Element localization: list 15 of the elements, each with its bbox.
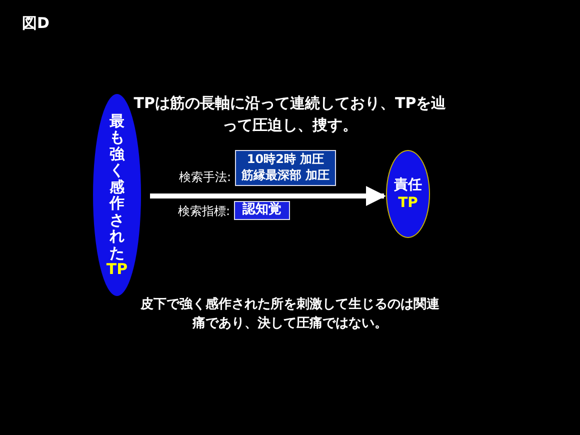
figure-title: 図D [22, 14, 50, 33]
node-label: 最も強く感作された [110, 112, 124, 261]
field-label: 検索指標: [178, 203, 230, 220]
indicator-box [234, 201, 290, 220]
node-label: 責任 [394, 176, 422, 194]
note-text: 皮下で強く感作された所を刺激して生じるのは関連痛であり、決して圧痛ではない。 [140, 296, 440, 333]
box-text: 認知覚 [242, 202, 282, 219]
box-text: 筋縁最深部 加圧 [241, 168, 330, 184]
note-text: TPは筋の長軸に沿って連続しており、TPを辿って圧迫し、捜す。 [132, 93, 448, 136]
box-text: 10時2時 加圧 [246, 152, 324, 168]
field-label: 検索手法: [178, 169, 231, 186]
tp-label: TP [106, 261, 128, 278]
method-box [235, 150, 336, 186]
arrow [150, 186, 386, 206]
tp-label: TP [398, 194, 418, 212]
